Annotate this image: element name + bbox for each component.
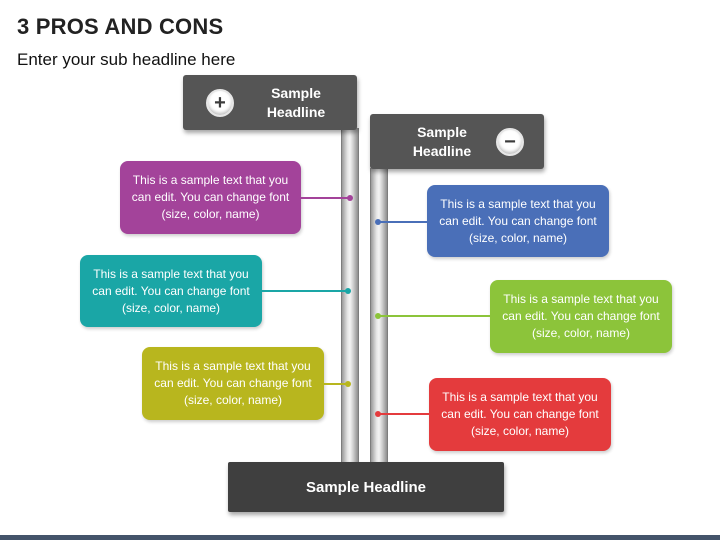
cons-header-label: Sample Headline — [412, 123, 472, 159]
pro-connector-2 — [262, 290, 348, 292]
pro-card-3-text: This is a sample text that you can edit.… — [154, 359, 312, 407]
pros-header-label: Sample Headline — [266, 84, 326, 120]
pro-card-1: This is a sample text that you can edit.… — [120, 161, 301, 234]
page-subtitle: Enter your sub headline here — [17, 50, 236, 69]
pros-pillar — [341, 128, 359, 464]
pro-card-2: This is a sample text that you can edit.… — [80, 255, 262, 327]
minus-icon: − — [496, 127, 524, 156]
con-dot-2 — [375, 313, 381, 319]
base-headline: Sample Headline — [228, 462, 504, 512]
pro-connector-1 — [301, 197, 350, 199]
con-card-1-text: This is a sample text that you can edit.… — [439, 196, 597, 245]
con-connector-1 — [378, 221, 427, 223]
page-title: 3 PROS AND CONS — [17, 14, 224, 39]
con-card-2: This is a sample text that you can edit.… — [490, 280, 672, 353]
pro-card-1-text: This is a sample text that you can edit.… — [131, 173, 290, 221]
con-card-3-text: This is a sample text that you can edit.… — [441, 390, 599, 438]
plus-icon: + — [206, 88, 234, 117]
pro-card-2-text: This is a sample text that you can edit.… — [92, 266, 250, 315]
pro-card-3: This is a sample text that you can edit.… — [142, 347, 324, 420]
con-connector-2 — [378, 315, 490, 317]
con-card-2-text: This is a sample text that you can edit.… — [502, 292, 660, 340]
cons-header: Sample Headline − — [370, 114, 544, 169]
con-dot-3 — [375, 411, 381, 417]
pros-header: + Sample Headline — [183, 75, 357, 130]
con-card-3: This is a sample text that you can edit.… — [429, 378, 611, 451]
pro-dot-3 — [345, 381, 351, 387]
con-card-1: This is a sample text that you can edit.… — [427, 185, 609, 257]
pro-dot-1 — [347, 195, 353, 201]
con-dot-1 — [375, 219, 381, 225]
pro-connector-3 — [324, 383, 348, 385]
footer-bar — [0, 535, 720, 540]
pro-dot-2 — [345, 288, 351, 294]
con-connector-3 — [378, 413, 429, 415]
